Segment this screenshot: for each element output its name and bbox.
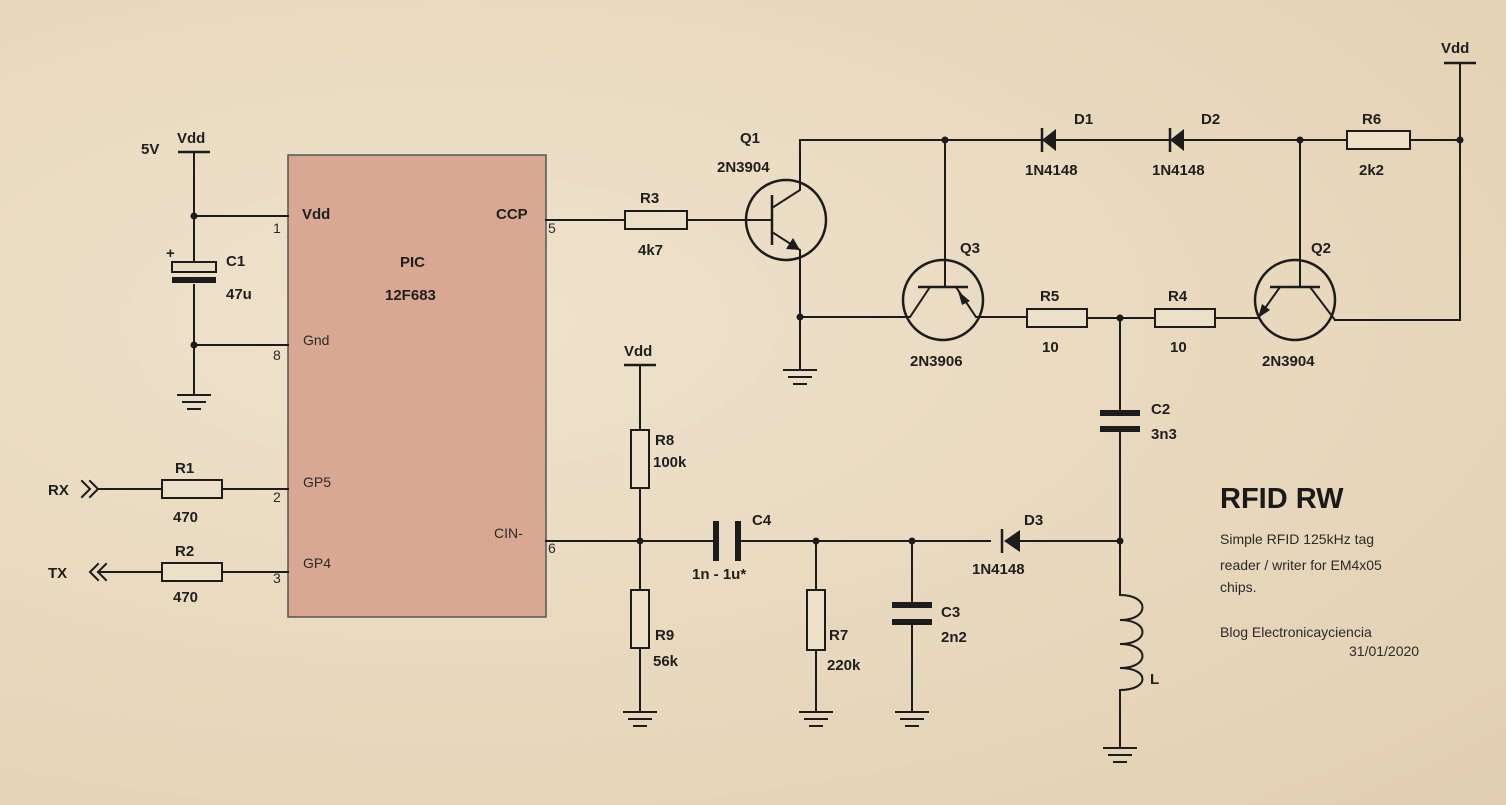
ground-symbol-l [1103, 747, 1137, 763]
r3-ref: R3 [640, 190, 659, 207]
pin-number-8: 8 [273, 347, 281, 363]
r2-value: 470 [173, 589, 198, 606]
r7-ref: R7 [829, 627, 848, 644]
tx-port-icon [88, 562, 289, 582]
vdd-rail-left [178, 150, 289, 396]
q1-ref: Q1 [740, 130, 760, 147]
pic-part: 12F683 [385, 287, 436, 304]
info-credit: Blog Electronicayciencia [1220, 624, 1372, 640]
pic-name: PIC [400, 254, 425, 271]
label-vdd-left: Vdd [177, 130, 205, 147]
resistor-r5 [1026, 308, 1088, 328]
pin-name-vdd: Vdd [302, 206, 330, 223]
pin-number-3: 3 [273, 570, 281, 586]
rx-port-icon [80, 479, 289, 499]
r9-ref: R9 [655, 627, 674, 644]
resistor-r7 [806, 589, 826, 651]
c4-value: 1n - 1u* [692, 566, 746, 583]
label-vdd-right: Vdd [1441, 40, 1469, 57]
capacitor-c2 [1100, 410, 1140, 432]
d3-ref: D3 [1024, 512, 1043, 529]
transistor-q3 [799, 139, 1028, 342]
q1-value: 2N3904 [717, 159, 770, 176]
r5-ref: R5 [1040, 288, 1059, 305]
c3-value: 2n2 [941, 629, 967, 646]
transistor-q2 [1253, 139, 1337, 342]
d3-value: 1N4148 [972, 561, 1025, 578]
ground-symbol-pic [177, 394, 211, 410]
pin-name-ccp: CCP [496, 206, 528, 223]
r8-value: 100k [653, 454, 687, 471]
c1-ref: C1 [226, 253, 245, 270]
transistor-q1 [744, 139, 828, 318]
pin-number-6: 6 [548, 540, 556, 556]
r5-value: 10 [1042, 339, 1059, 356]
vdd-rail-divider [624, 363, 656, 713]
resistor-r3 [624, 210, 688, 230]
capacitor-c3 [892, 540, 932, 727]
r1-value: 470 [173, 509, 198, 526]
c3-ref: C3 [941, 604, 960, 621]
q2-value: 2N3904 [1262, 353, 1315, 370]
label-5v: 5V [141, 141, 159, 158]
rx-label: RX [48, 482, 69, 499]
c2-ref: C2 [1151, 401, 1170, 418]
resistor-r7-leads [799, 540, 833, 727]
resistor-r8 [630, 429, 650, 489]
l-ref: L [1150, 671, 1159, 688]
r6-value: 2k2 [1359, 162, 1384, 179]
resistor-r6 [1346, 130, 1411, 150]
q3-value: 2N3906 [910, 353, 963, 370]
capacitor-c4 [713, 521, 741, 561]
r1-ref: R1 [175, 460, 194, 477]
r8-ref: R8 [655, 432, 674, 449]
r4-value: 10 [1170, 339, 1187, 356]
resistor-r1 [161, 479, 223, 499]
pin-name-cin: CIN- [494, 525, 523, 541]
d2-ref: D2 [1201, 111, 1220, 128]
resistor-r2 [161, 562, 223, 582]
label-vdd-divider: Vdd [624, 343, 652, 360]
q3-ref: Q3 [960, 240, 980, 257]
c4-ref: C4 [752, 512, 772, 529]
r6-ref: R6 [1362, 111, 1381, 128]
d2-value: 1N4148 [1152, 162, 1205, 179]
pin-name-gp5: GP5 [303, 474, 331, 490]
info-date: 31/01/2020 [1349, 643, 1419, 659]
info-title: RFID RW [1220, 483, 1344, 515]
diode-d2 [1168, 128, 1184, 152]
pin-name-gnd: Gnd [303, 332, 329, 348]
diode-d3 [1000, 529, 1020, 553]
pin-number-1: 1 [273, 220, 281, 236]
ground-symbol-r9 [623, 711, 657, 727]
svg-text:+: + [166, 245, 175, 262]
pin-number-2: 2 [273, 489, 281, 505]
d1-value: 1N4148 [1025, 162, 1078, 179]
pin-name-gp4: GP4 [303, 555, 331, 571]
pin-number-5: 5 [548, 220, 556, 236]
r4-ref: R4 [1168, 288, 1188, 305]
r9-value: 56k [653, 653, 679, 670]
capacitor-c1: + [166, 245, 217, 283]
inductor-l [1118, 593, 1144, 692]
info-line-3: chips. [1220, 579, 1257, 595]
d1-ref: D1 [1074, 111, 1093, 128]
vdd-rail-right [1334, 61, 1476, 321]
info-line-1: Simple RFID 125kHz tag [1220, 531, 1374, 547]
resistor-r4 [1154, 308, 1216, 328]
r2-ref: R2 [175, 543, 194, 560]
c2-value: 3n3 [1151, 426, 1177, 443]
r3-value: 4k7 [638, 242, 663, 259]
ground-symbol-q1 [783, 316, 817, 385]
pic-chip [287, 154, 547, 618]
q2-ref: Q2 [1311, 240, 1331, 257]
c1-value: 47u [226, 286, 252, 303]
r7-value: 220k [827, 657, 861, 674]
tx-label: TX [48, 565, 67, 582]
resistor-r9 [630, 589, 650, 649]
diode-d1 [1040, 128, 1056, 152]
info-line-2: reader / writer for EM4x05 [1220, 557, 1382, 573]
